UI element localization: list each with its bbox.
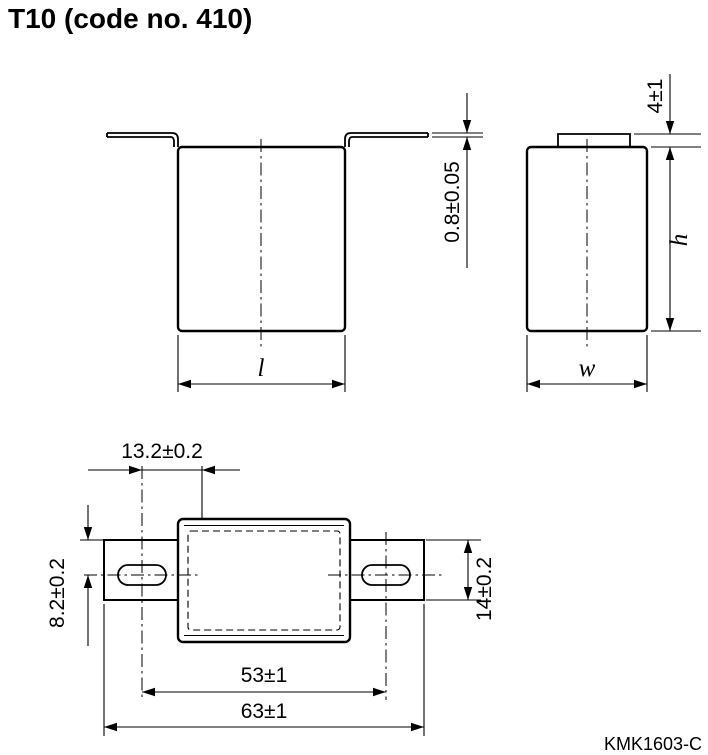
dim-slot-offset-arrow-upper bbox=[83, 527, 93, 540]
dim-bracket-width-extension-lines bbox=[426, 539, 481, 601]
dim-hole-spacing-arrow-left bbox=[142, 687, 155, 697]
dim-lead-height-label: 4±1 bbox=[644, 79, 667, 114]
dim-slot-length-arrow-right bbox=[202, 465, 215, 475]
dim-bracket-width-arrow-bottom bbox=[463, 587, 473, 600]
dim-overall-length-label: 63±1 bbox=[241, 700, 288, 723]
dim-h-arrow-bottom bbox=[665, 318, 675, 331]
dim-l-extension-lines bbox=[177, 335, 346, 392]
dim-slot-offset-label: 8.2±0.2 bbox=[46, 558, 69, 628]
side-view-extension-lines bbox=[634, 133, 701, 332]
dim-slot-length-arrow-left bbox=[129, 465, 142, 475]
side-view: 4±1 h w bbox=[525, 74, 701, 392]
dim-overall-length-extension-lines bbox=[103, 604, 425, 736]
front-view: l 0.8±0.05 bbox=[106, 93, 483, 392]
top-view-hidden-edges bbox=[187, 530, 341, 631]
dim-h-label: h bbox=[666, 234, 693, 247]
dim-lead-thickness-label: 0.8±0.05 bbox=[441, 161, 464, 243]
top-view-body bbox=[176, 517, 352, 644]
dim-l-label: l bbox=[258, 355, 265, 382]
dim-h-arrow-top bbox=[665, 147, 675, 160]
dim-w-label: w bbox=[579, 355, 596, 382]
dim-lead-thickness-arrow-lower bbox=[462, 137, 472, 150]
dim-l-arrow-left bbox=[178, 379, 191, 389]
front-view-right-lead bbox=[344, 132, 429, 147]
dim-slot-offset-arrow-lower bbox=[83, 575, 93, 588]
dim-l-arrow-right bbox=[332, 379, 345, 389]
dim-hole-spacing-label: 53±1 bbox=[241, 664, 288, 687]
front-view-left-lead bbox=[106, 132, 179, 147]
dim-w-arrow-right bbox=[634, 379, 647, 389]
page-title: T10 (code no. 410) bbox=[8, 3, 252, 34]
dim-slot-length-label: 13.2±0.2 bbox=[121, 440, 203, 463]
dim-w-arrow-left bbox=[527, 379, 540, 389]
dim-overall-length-arrow-right bbox=[411, 722, 424, 732]
dim-lead-thickness-arrow-upper bbox=[462, 120, 472, 133]
dim-bracket-width-arrow-top bbox=[463, 540, 473, 553]
dim-overall-length-arrow-left bbox=[104, 722, 117, 732]
doc-number: KMK1603-C bbox=[604, 734, 702, 754]
dim-lead-thickness-extension-lines bbox=[432, 132, 483, 138]
top-view: 13.2±0.2 8.2±0.2 14±0.2 53±1 63±1 bbox=[46, 440, 496, 736]
dim-hole-spacing-arrow-right bbox=[373, 687, 386, 697]
dim-bracket-width-label: 14±0.2 bbox=[473, 557, 496, 621]
dim-w-extension-lines bbox=[526, 335, 648, 392]
top-view-body-seams bbox=[184, 524, 344, 637]
side-view-tab bbox=[557, 133, 631, 147]
dim-lead-height-arrow bbox=[665, 121, 675, 134]
